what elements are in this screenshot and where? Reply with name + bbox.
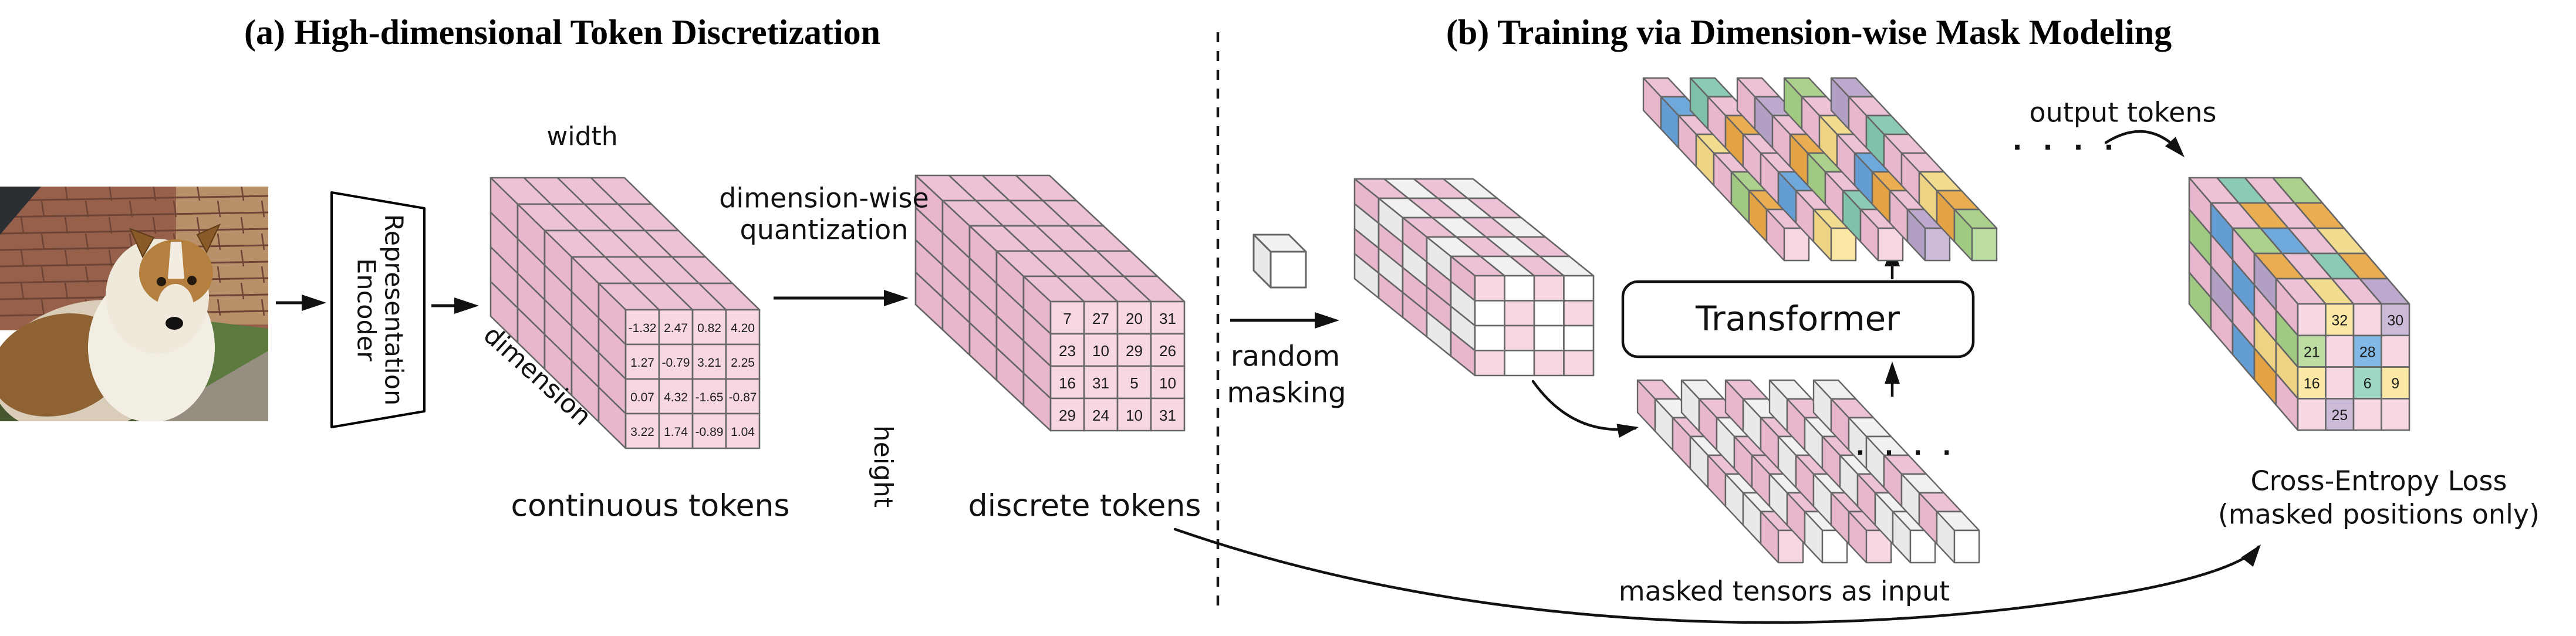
- svg-text:-1.32: -1.32: [629, 322, 657, 335]
- quantization-label-line1: dimension-wise: [719, 182, 929, 214]
- arrow-into-transformer: [1885, 361, 1900, 397]
- svg-text:3.21: 3.21: [697, 356, 721, 370]
- svg-text:2.47: 2.47: [664, 322, 688, 335]
- svg-text:1.04: 1.04: [731, 425, 755, 439]
- svg-text:4.20: 4.20: [731, 322, 755, 335]
- svg-text:23: 23: [1059, 342, 1076, 360]
- continuous-tokens-caption: continuous tokens: [511, 488, 790, 524]
- representation-encoder-shape: [330, 191, 426, 428]
- svg-text:27: 27: [1092, 310, 1109, 327]
- output-tokens-ellipsis: · · · ·: [2012, 132, 2120, 163]
- discrete-tokens-cube: 7 27 20 31 23 10 29 26 16 31 5 10 29 24 10 31: [914, 174, 1186, 432]
- svg-text:26: 26: [1159, 342, 1176, 360]
- svg-text:20: 20: [1126, 310, 1143, 327]
- random-masking-label-line1: random: [1230, 340, 1341, 373]
- random-masking-label-line2: masking: [1227, 376, 1346, 410]
- svg-text:10: 10: [1159, 374, 1176, 392]
- quantization-label-line2: quantization: [740, 214, 909, 246]
- masked-tensors-label: masked tensors as input: [1618, 575, 1950, 607]
- svg-text:29: 29: [1059, 407, 1076, 424]
- axis-height-label: height: [868, 425, 899, 508]
- svg-text:10: 10: [1126, 407, 1143, 424]
- masked-input-bars: [1636, 379, 1980, 564]
- svg-text:-0.79: -0.79: [662, 356, 690, 370]
- panel-a-title: (a) High-dimensional Token Discretizatio…: [244, 13, 880, 52]
- svg-text:7: 7: [1063, 310, 1071, 327]
- svg-text:32: 32: [2331, 313, 2348, 329]
- svg-text:2.25: 2.25: [731, 356, 755, 370]
- continuous-tokens-cube: -1.32 2.47 0.82 4.20 1.27 -0.79 3.21 2.25 0.07 4.…: [489, 177, 761, 449]
- svg-text:29: 29: [1126, 342, 1143, 360]
- svg-text:10: 10: [1092, 342, 1109, 360]
- svg-text:31: 31: [1159, 310, 1176, 327]
- input-image: [0, 187, 268, 421]
- svg-text:1.74: 1.74: [664, 425, 688, 439]
- svg-text:0.82: 0.82: [697, 322, 721, 335]
- arrow-random-masking: [1230, 312, 1339, 329]
- svg-text:4.32: 4.32: [664, 391, 688, 404]
- svg-text:5: 5: [1130, 374, 1138, 392]
- transformer-box: [1621, 280, 1975, 358]
- svg-text:24: 24: [1092, 407, 1109, 424]
- cross-entropy-loss-label-line1: Cross-Entropy Loss: [2250, 465, 2507, 497]
- arrow-cube-to-tensors: [1531, 380, 1639, 438]
- svg-text:-0.87: -0.87: [729, 391, 757, 404]
- svg-text:16: 16: [2304, 375, 2320, 392]
- panel-b-title: (b) Training via Dimension-wise Mask Mod…: [1446, 13, 2172, 52]
- arrow-quantization: [774, 290, 909, 306]
- svg-text:6: 6: [2364, 375, 2372, 392]
- cross-entropy-cube: 32 30 21 28 16 6 9 25: [2188, 177, 2410, 431]
- svg-text:21: 21: [2304, 344, 2320, 360]
- encoder-label-line2: Encoder: [351, 258, 380, 361]
- svg-text:31: 31: [1159, 407, 1176, 424]
- output-tokens-label: output tokens: [2029, 96, 2217, 128]
- masked-tokens-cube: [1353, 178, 1595, 377]
- svg-text:3.22: 3.22: [630, 425, 654, 439]
- representation-encoder-label: Representation Encoder: [351, 214, 408, 406]
- svg-text:1.27: 1.27: [630, 356, 654, 370]
- discrete-tokens-caption: discrete tokens: [968, 488, 1201, 524]
- svg-text:28: 28: [2359, 344, 2376, 360]
- arrow-encoder-to-tokens: [431, 297, 479, 314]
- svg-text:-1.65: -1.65: [696, 391, 724, 404]
- svg-text:30: 30: [2387, 313, 2403, 329]
- mask-token-cube: [1252, 234, 1307, 289]
- encoder-label-line1: Representation: [379, 214, 408, 406]
- input-tensors-ellipsis: · · · ·: [1855, 439, 1957, 466]
- cross-entropy-loss-label-line2: (masked positions only): [2217, 498, 2540, 530]
- svg-text:-0.89: -0.89: [696, 425, 724, 439]
- arrow-image-to-encoder: [276, 295, 326, 311]
- svg-text:31: 31: [1092, 374, 1109, 392]
- svg-text:25: 25: [2331, 407, 2348, 424]
- transformer-label: Transformer: [1695, 299, 1900, 339]
- axis-width-label: width: [546, 121, 618, 151]
- svg-text:0.07: 0.07: [630, 391, 654, 404]
- arrow-output-to-loss-cube: [2104, 130, 2185, 157]
- arrow-discrete-to-loss: [1173, 527, 2261, 624]
- output-token-bars: [1642, 77, 1998, 262]
- svg-text:9: 9: [2391, 375, 2399, 392]
- svg-text:16: 16: [1059, 374, 1076, 392]
